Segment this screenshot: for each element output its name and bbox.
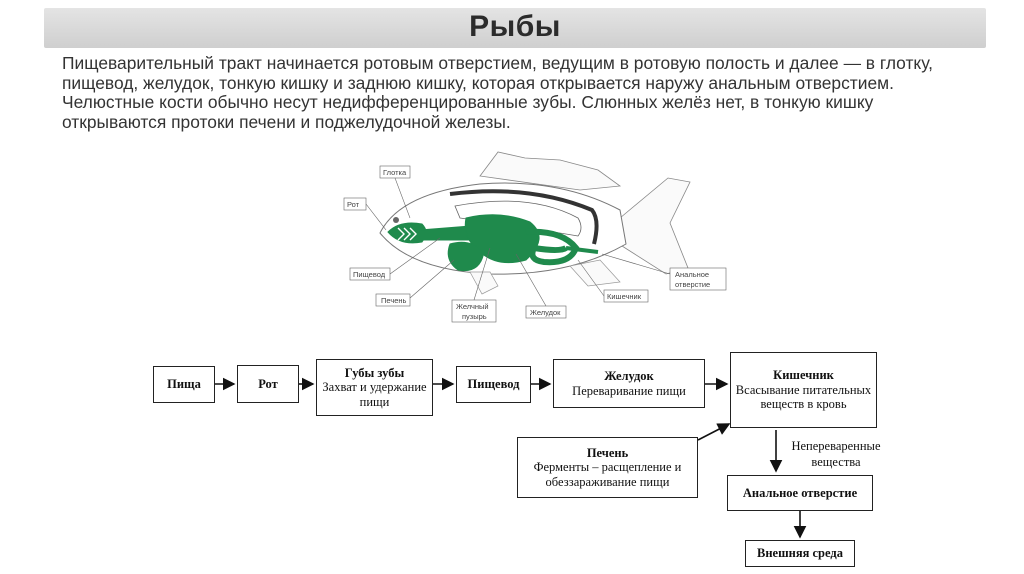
flow-liver-title: Печень (586, 445, 629, 460)
hindgut (565, 246, 599, 254)
flow-box-anus: Анальное отверстие (727, 475, 873, 511)
tail-fin (619, 177, 691, 275)
label-stomach: Желудок (530, 308, 561, 317)
flow-box-liver: Печень Ферменты – расщепление и обеззара… (517, 437, 698, 498)
flow-food-label: Пища (167, 377, 201, 392)
flow-box-esophagus: Пищевод (456, 366, 531, 403)
flow-stomach-desc: Переваривание пищи (572, 383, 686, 398)
flow-box-environment: Внешняя среда (745, 540, 855, 567)
flow-mouth-label: Рот (258, 376, 278, 391)
flow-stomach-title: Желудок (604, 369, 654, 383)
intro-paragraph: Пищеварительный тракт начинается ротовым… (62, 53, 934, 132)
flow-box-stomach: Желудок Переваривание пищи (553, 359, 705, 408)
flow-intestine-desc: Всасывание питательных веществ в кровь (735, 382, 872, 412)
intestine-loop (525, 228, 580, 266)
flow-environment-label: Внешняя среда (757, 546, 843, 561)
arrow-liver-intestine (697, 423, 731, 441)
flow-lips-desc: Захват и удержание пищи (322, 380, 427, 409)
flow-box-food: Пища (153, 366, 215, 403)
label-esophagus: Пищевод (353, 270, 386, 279)
label-pharynx: Глотка (383, 168, 407, 177)
flow-liver-desc: Ферменты – расщепление и обеззараживание… (533, 460, 682, 489)
slide-title: Рыбы (469, 10, 561, 43)
fish-digestive-diagram: Глотка Рот Пищевод Печень Желчный пузырь… (343, 151, 727, 323)
flow-esophagus-label: Пищевод (467, 377, 520, 392)
flow-box-lips-teeth: Губы зубы Захват и удержание пищи (316, 359, 433, 416)
dorsal-fin (479, 151, 622, 191)
label-liver: Печень (381, 296, 407, 305)
flow-box-intestine: Кишечник Всасывание питательных веществ … (730, 352, 877, 428)
label-bladder-1: Желчный (456, 302, 489, 311)
label-anus-1: Анальное (675, 270, 709, 279)
title-bar: Рыбы (44, 8, 986, 48)
flow-intestine-title: Кишечник (773, 368, 834, 383)
flow-box-mouth: Рот (237, 365, 299, 403)
flow-lips-title: Губы зубы (344, 365, 405, 380)
label-anus-2: отверстие (675, 280, 710, 289)
kidney (449, 189, 599, 245)
pelvic-fin (469, 271, 499, 295)
label-mouth: Рот (347, 200, 360, 209)
flow-anus-label: Анальное отверстие (742, 485, 858, 500)
label-bladder-2: пузырь (462, 312, 487, 321)
liver-shape (447, 241, 485, 272)
undigested-note: Непереваренные вещества (791, 439, 881, 469)
label-intestine: Кишечник (607, 292, 642, 301)
